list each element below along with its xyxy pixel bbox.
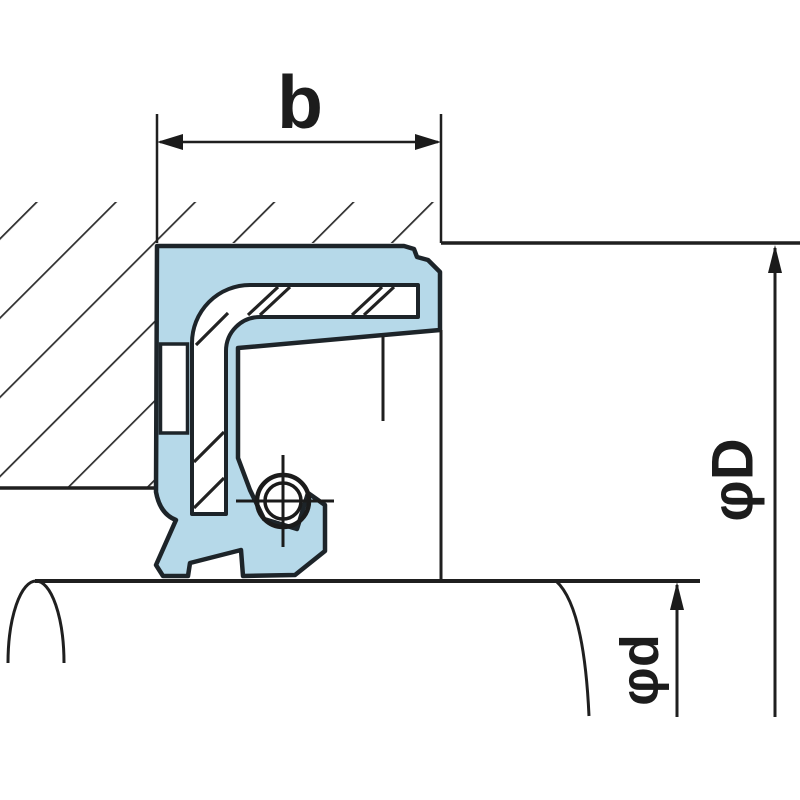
dim-b-arrow-left (157, 134, 183, 150)
dim-D-label: φD (701, 438, 766, 521)
housing-hatch-section (0, 202, 460, 488)
dim-d-label: φd (610, 634, 670, 706)
dim-d-arrow-up (670, 582, 684, 610)
garter-spring-symbol (236, 455, 334, 547)
dimension-b: b (155, 60, 443, 243)
dimension-phi-d: φd (610, 582, 684, 717)
metal-insert-hatch-strokes (192, 285, 396, 510)
shaft-break-left-arc (6, 579, 66, 664)
od-groove-notch (158, 342, 190, 435)
dim-D-arrow-up (768, 245, 782, 273)
dimension-phi-D: φD (701, 245, 782, 717)
shaft-break-right-arc (554, 579, 591, 717)
dim-b-arrow-right (415, 134, 441, 150)
metal-insert (190, 283, 420, 516)
dim-b-label: b (277, 60, 323, 144)
